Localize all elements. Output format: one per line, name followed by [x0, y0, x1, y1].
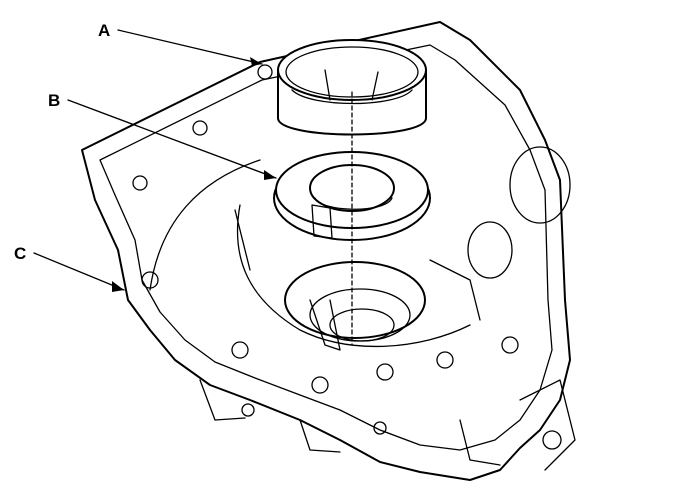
callout-b-label: B	[48, 91, 60, 110]
callout-a: A	[98, 21, 263, 66]
callout-a-label: A	[98, 21, 110, 40]
callout-c: C	[14, 244, 125, 292]
callout-c-label: C	[14, 244, 26, 263]
housing-case	[81, 21, 576, 481]
callout-b: B	[48, 91, 277, 180]
